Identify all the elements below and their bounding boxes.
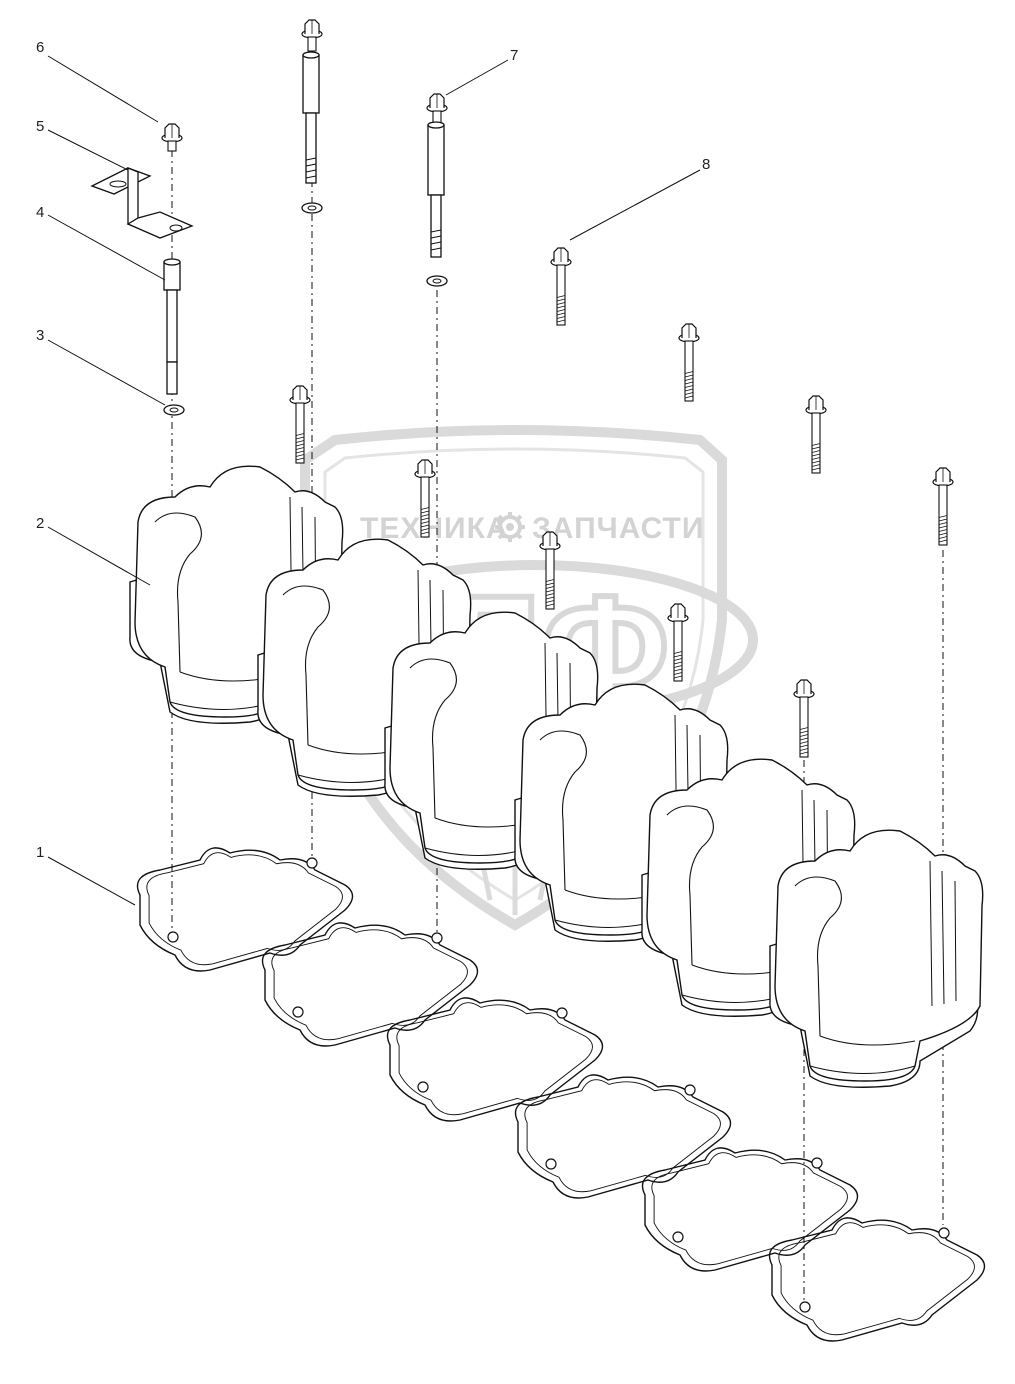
- leaders: [47, 55, 701, 906]
- flange-bolt: [805, 395, 827, 474]
- gasket: [261, 922, 479, 1047]
- valve-cover: [769, 829, 984, 1088]
- gaskets: [136, 847, 986, 1342]
- bracket-5: [90, 167, 194, 239]
- flange-bolt: [289, 385, 311, 464]
- flange-bolt: [932, 467, 954, 546]
- gasket: [641, 1147, 859, 1272]
- bolts: [161, 19, 954, 758]
- flange-bolt: [426, 93, 448, 126]
- callout-4: 4: [36, 204, 44, 221]
- stud-spacer-4: [163, 258, 181, 395]
- callout-1: 1: [36, 844, 44, 861]
- callout-2: 2: [36, 515, 44, 532]
- flange-bolt: [161, 123, 183, 152]
- valve-covers: [129, 465, 984, 1088]
- flange-bolt: [667, 603, 689, 682]
- callout-7: 7: [510, 47, 518, 64]
- flange-bolt: [678, 323, 700, 402]
- flange-bolt: [539, 531, 561, 610]
- gasket: [386, 997, 604, 1122]
- gasket: [514, 1074, 732, 1199]
- flange-bolt: [793, 679, 815, 758]
- callout-labels: 6 5 4 3 2 1 7 8: [36, 39, 710, 861]
- callout-5: 5: [36, 118, 44, 135]
- callout-3: 3: [36, 327, 44, 344]
- washer-7: [426, 275, 448, 287]
- gear-icon: [495, 512, 525, 542]
- flange-bolt: [550, 247, 572, 326]
- washer-top: [301, 202, 323, 214]
- gasket: [136, 847, 354, 972]
- callout-6: 6: [36, 39, 44, 56]
- flange-bolt: [414, 459, 436, 538]
- stud-spacer-7: [427, 121, 445, 258]
- washer-3: [163, 404, 185, 416]
- stud-assemblies: [163, 51, 448, 416]
- stud-spacer-top: [302, 51, 320, 184]
- gasket: [768, 1217, 986, 1342]
- flange-bolt: [301, 19, 323, 52]
- watermark-right-text: ЗАПЧАСТИ: [532, 512, 704, 545]
- callout-8: 8: [702, 156, 710, 173]
